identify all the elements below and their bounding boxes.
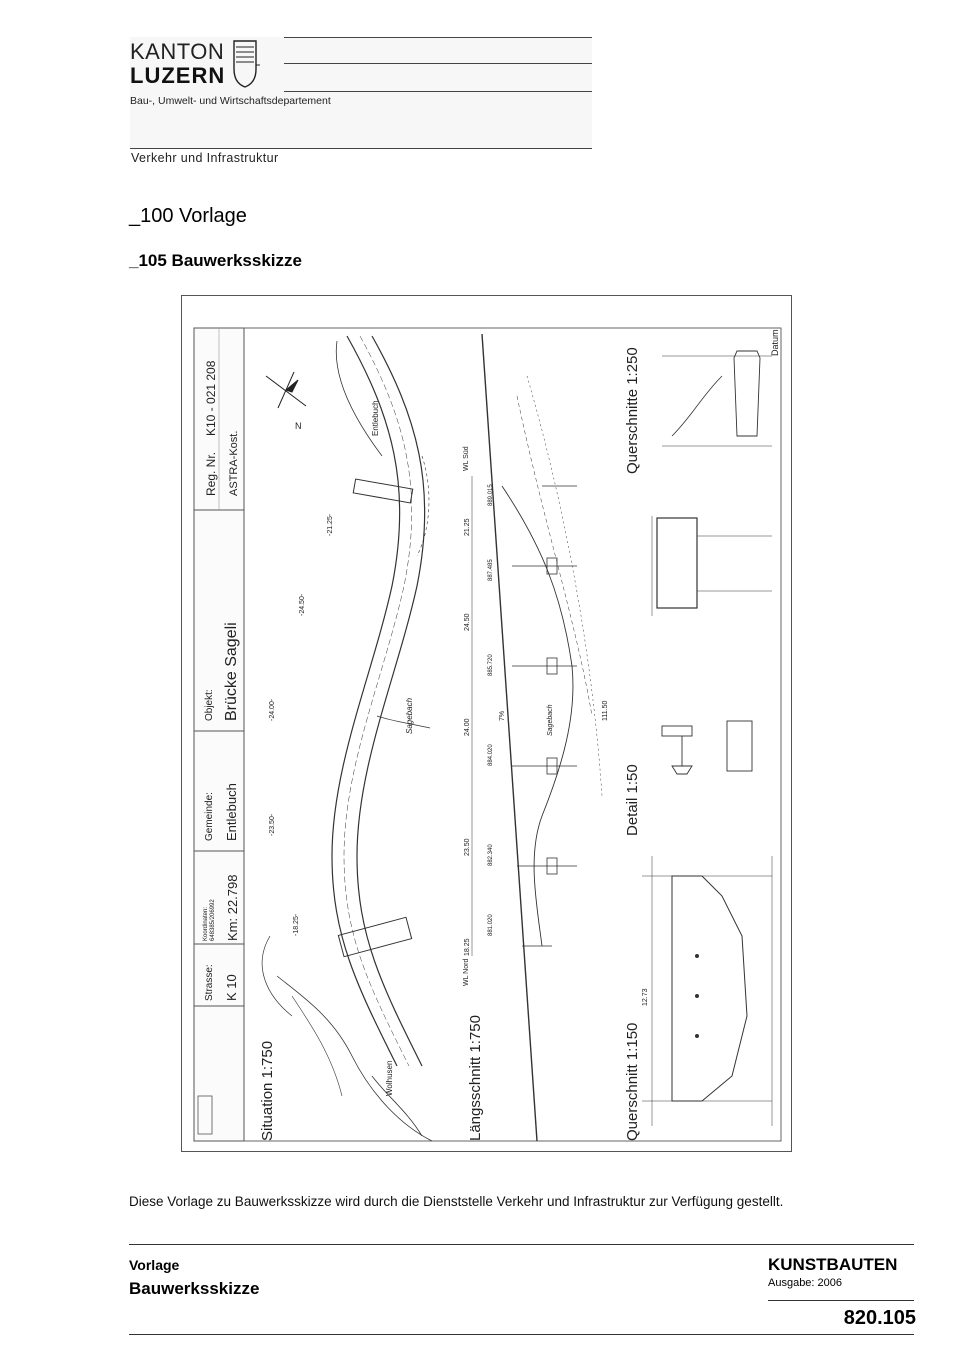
view-title-querschnitt: Querschnitt 1:150 [624,1023,641,1141]
footer-label-big: Bauwerksskizze [129,1279,260,1298]
footer-top-rule [129,1244,914,1245]
label-entlebuch: Entlebuch [371,400,380,436]
view-title-detail: Detail 1:50 [624,764,641,836]
label-sagebach-section: Sagebach [547,704,554,736]
letterhead-rule [284,37,592,38]
footer-chapter: KUNSTBAUTEN [768,1255,898,1274]
subsection-title: _105 Bauwerksskizze [129,251,302,270]
view-title-querschnitte: Querschnitte 1:250 [624,347,641,474]
span-5: 21.25 [464,518,471,536]
longitudinal-section [471,333,603,1142]
cross-section-150 [642,856,773,1126]
sketch-inner-frame [193,327,782,1142]
titleblock-koordinaten-value: 648385/206992 [210,899,216,941]
elevation-6: 889.015 [488,484,494,506]
svg-text:-18.25-: -18.25- [293,913,300,936]
sketch-titleblock [193,327,245,1142]
label-wl-sued: WL Süd [463,446,470,471]
situation-plan [261,335,433,1142]
label-datum: Datum [770,329,780,356]
deck-width: 12.73 [642,988,649,1006]
svg-text:-21.25-: -21.25- [327,513,334,536]
department-unit: Verkehr und Infrastruktur [131,151,279,165]
span-4: 24.50 [464,613,471,631]
titleblock-objekt-label: Objekt: [204,689,215,721]
titleblock-reg-label: Reg. Nr. [204,452,218,496]
titleblock-objekt-value: Brücke Sageli [223,622,240,721]
label-sagebach-plan: Sagebach [405,697,414,734]
titleblock-koordinaten-label: Koordinaten: [203,907,209,941]
svg-text:-24.00-: -24.00- [269,698,276,721]
footer-edition: Ausgabe: 2006 [768,1277,843,1289]
footer-bottom-rule [129,1334,914,1335]
svg-text:N: N [295,421,302,431]
logo-luzern-text: LUZERN [130,63,226,88]
titleblock-gemeinde-value: Entlebuch [224,783,239,841]
span-2: 23.50 [464,838,471,856]
cross-sections-250 [651,350,772,616]
bridge-sketch-drawing: Reg. Nr. K10 - 021 208 ASTRA-Kost. Objek… [181,295,792,1152]
titleblock-astra: ASTRA-Kost. [228,431,240,496]
titleblock-km-value: Km: 22.798 [225,875,240,942]
elevation-5: 887.485 [488,559,494,581]
body-paragraph: Diese Vorlage zu Bauwerksskizze wird dur… [129,1194,784,1209]
svg-text:-23.50-: -23.50- [269,813,276,836]
span-1: 18.25 [464,938,471,956]
titleblock-strasse-label: Strasse: [204,964,215,1001]
bridge-sketch-svg: Reg. Nr. K10 - 021 208 ASTRA-Kost. Objek… [193,327,782,1142]
total-length: 111.50 [602,701,609,721]
titleblock-gemeinde-label: Gemeinde: [204,792,215,841]
elevation-4: 885.720 [488,654,494,676]
letterhead-rule [130,148,592,149]
mini-logo-icon [197,1095,213,1135]
svg-text:-24.50-: -24.50- [299,593,306,616]
letterhead: KANTON LUZERN Bau-, Umwelt- und Wirtscha… [130,37,592,149]
elevation-3: 884.020 [488,744,494,766]
elevation-2: 882.340 [488,844,494,866]
north-arrow-icon: N [265,371,307,431]
elevation-1: 881.020 [488,914,494,936]
footer-doc-number: 820.105 [843,1307,916,1329]
detail-50 [661,720,753,775]
canton-coat-of-arms-icon [233,40,260,88]
titleblock-reg-value: K10 - 021 208 [204,360,218,436]
department-name: Bau-, Umwelt- und Wirtschaftsdepartement [130,95,331,107]
view-title-situation: Situation 1:750 [259,1041,276,1141]
footer-mid-rule [768,1300,914,1301]
letterhead-rule [284,91,592,92]
label-wolhusen: Wolhusen [385,1061,394,1096]
label-wl-nord: WL Nord [463,959,470,986]
footer-label-small: Vorlage [129,1257,180,1273]
section-title: _100 Vorlage [129,205,247,227]
titleblock-strasse-value: K 10 [224,974,239,1001]
bridge-deck-line [481,333,538,1142]
view-title-laengsschnitt: Längsschnitt 1:750 [467,1015,484,1141]
logo-kanton-text: KANTON [130,39,225,64]
letterhead-rule [284,63,592,64]
span-3: 24.00 [464,718,471,736]
gradient-label: 7% [499,711,506,721]
